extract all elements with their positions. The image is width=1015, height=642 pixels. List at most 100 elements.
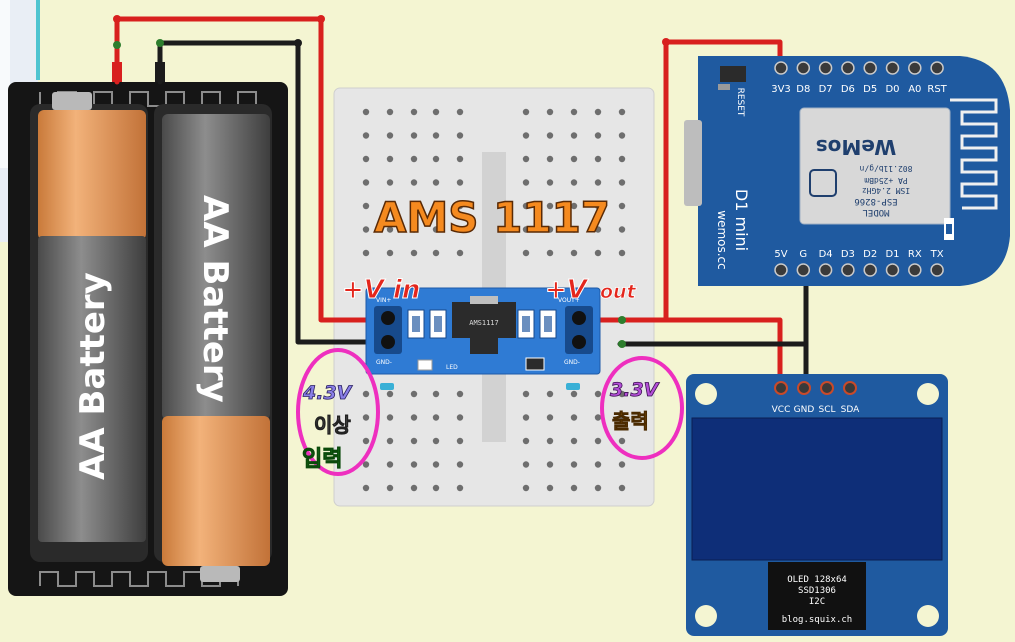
pin-label: GND	[794, 405, 815, 415]
breadboard-hole	[362, 155, 370, 163]
breadboard-hole	[362, 132, 370, 139]
breadboard-hole	[410, 390, 418, 398]
wemos-reset-label: RESET	[735, 88, 745, 117]
diagram-title: AMS 1117	[374, 193, 610, 242]
wemos-brand: WeMos	[816, 135, 896, 159]
breadboard-hole	[432, 202, 440, 210]
breadboard-hole	[410, 108, 418, 116]
breadboard-hole	[570, 414, 578, 421]
header-pin	[818, 263, 833, 277]
header-pin	[797, 381, 811, 395]
wemos-model: MODEL	[862, 207, 889, 217]
breadboard-hole	[410, 484, 418, 492]
breadboard-hole	[618, 132, 626, 139]
breadboard-hole	[618, 461, 626, 468]
wemos-ism: ISM 2.4GHz	[862, 186, 910, 195]
header-pin	[796, 263, 811, 277]
breadboard-hole	[432, 108, 440, 116]
breadboard-hole	[386, 461, 394, 468]
regulator-chip-label: AMS1117	[469, 319, 499, 327]
breadboard-hole	[594, 132, 602, 139]
breadboard-hole	[386, 202, 394, 210]
header-pin	[818, 61, 833, 75]
pin-label: TX	[930, 249, 944, 260]
breadboard-hole	[522, 132, 530, 139]
breadboard-hole	[546, 155, 554, 163]
breadboard-hole	[456, 249, 464, 257]
header-pin	[908, 263, 922, 277]
output-voltage-note: 3.3V 출력	[600, 356, 684, 460]
breadboard-hole	[362, 108, 370, 116]
breadboard-hole	[618, 437, 626, 445]
header-pin	[774, 263, 788, 277]
vout-label-subscript: out	[600, 281, 637, 303]
wemos-chip: ESP-8266	[854, 196, 897, 206]
pin-label: SCL	[818, 405, 835, 415]
wemos-board-name: D1 mini	[732, 189, 751, 251]
pin-label: VCC	[772, 405, 791, 415]
breadboard-hole	[386, 390, 394, 398]
breadboard-holes	[362, 108, 626, 492]
breadboard-hole	[570, 202, 578, 210]
pin-label: D1	[885, 249, 899, 260]
pin-label: D3	[841, 249, 855, 260]
pin-label: D7	[819, 84, 833, 95]
header-pin	[774, 381, 788, 395]
header-pin	[774, 61, 788, 75]
pin-gnd-right-label: GND-	[564, 359, 580, 366]
breadboard-hole	[546, 132, 554, 139]
breadboard-hole	[570, 132, 578, 139]
header-pin	[885, 61, 900, 75]
oled-line1: OLED 128x64	[787, 575, 847, 585]
input-note-line2: 입력	[302, 447, 342, 472]
breadboard-hole	[546, 390, 554, 398]
pin-vin-label: VIN+	[376, 297, 391, 304]
breadboard-hole	[546, 461, 554, 468]
breadboard-hole	[432, 390, 440, 398]
wemos-url: wemos.cc	[715, 210, 729, 270]
breadboard-hole	[546, 484, 554, 492]
breadboard-hole	[432, 414, 440, 421]
breadboard-hole	[362, 249, 370, 257]
breadboard-hole	[570, 484, 578, 492]
breadboard-hole	[522, 202, 530, 210]
battery-label-right: AA Battery	[195, 195, 235, 403]
pin-label: 5V	[774, 249, 787, 260]
breadboard-hole	[410, 461, 418, 468]
breadboard-hole	[432, 155, 440, 163]
breadboard-hole	[456, 437, 464, 445]
header-pin	[885, 263, 900, 277]
battery-holder: AA Battery AA Battery	[8, 82, 288, 596]
breadboard-hole	[362, 437, 370, 445]
wire-vout-to-oled-vcc	[617, 317, 783, 388]
pin-label: D8	[796, 84, 810, 95]
breadboard-hole	[546, 226, 554, 233]
breadboard-hole	[618, 226, 626, 233]
breadboard-hole	[386, 226, 394, 233]
breadboard-hole	[522, 461, 530, 468]
pin-label: A0	[908, 84, 921, 95]
breadboard-hole	[362, 484, 370, 492]
breadboard-hole	[570, 226, 578, 233]
input-voltage-note: 4.3V 이상 입력	[296, 348, 380, 476]
header-pin	[930, 61, 944, 75]
breadboard-hole	[594, 108, 602, 116]
oled-line2: SSD1306	[798, 586, 836, 596]
breadboard-hole	[362, 390, 370, 398]
battery-cell-right: AA Battery	[162, 114, 270, 582]
breadboard-hole	[456, 132, 464, 139]
header-pin	[843, 381, 857, 395]
breadboard-hole	[432, 461, 440, 468]
breadboard-hole	[410, 414, 418, 421]
wemos-pa: PA +25dBm	[864, 176, 908, 185]
breadboard-hole	[522, 155, 530, 163]
breadboard-hole	[594, 484, 602, 492]
wire-ends	[112, 15, 670, 348]
breadboard-hole	[432, 132, 440, 139]
breadboard-hole	[618, 390, 626, 398]
